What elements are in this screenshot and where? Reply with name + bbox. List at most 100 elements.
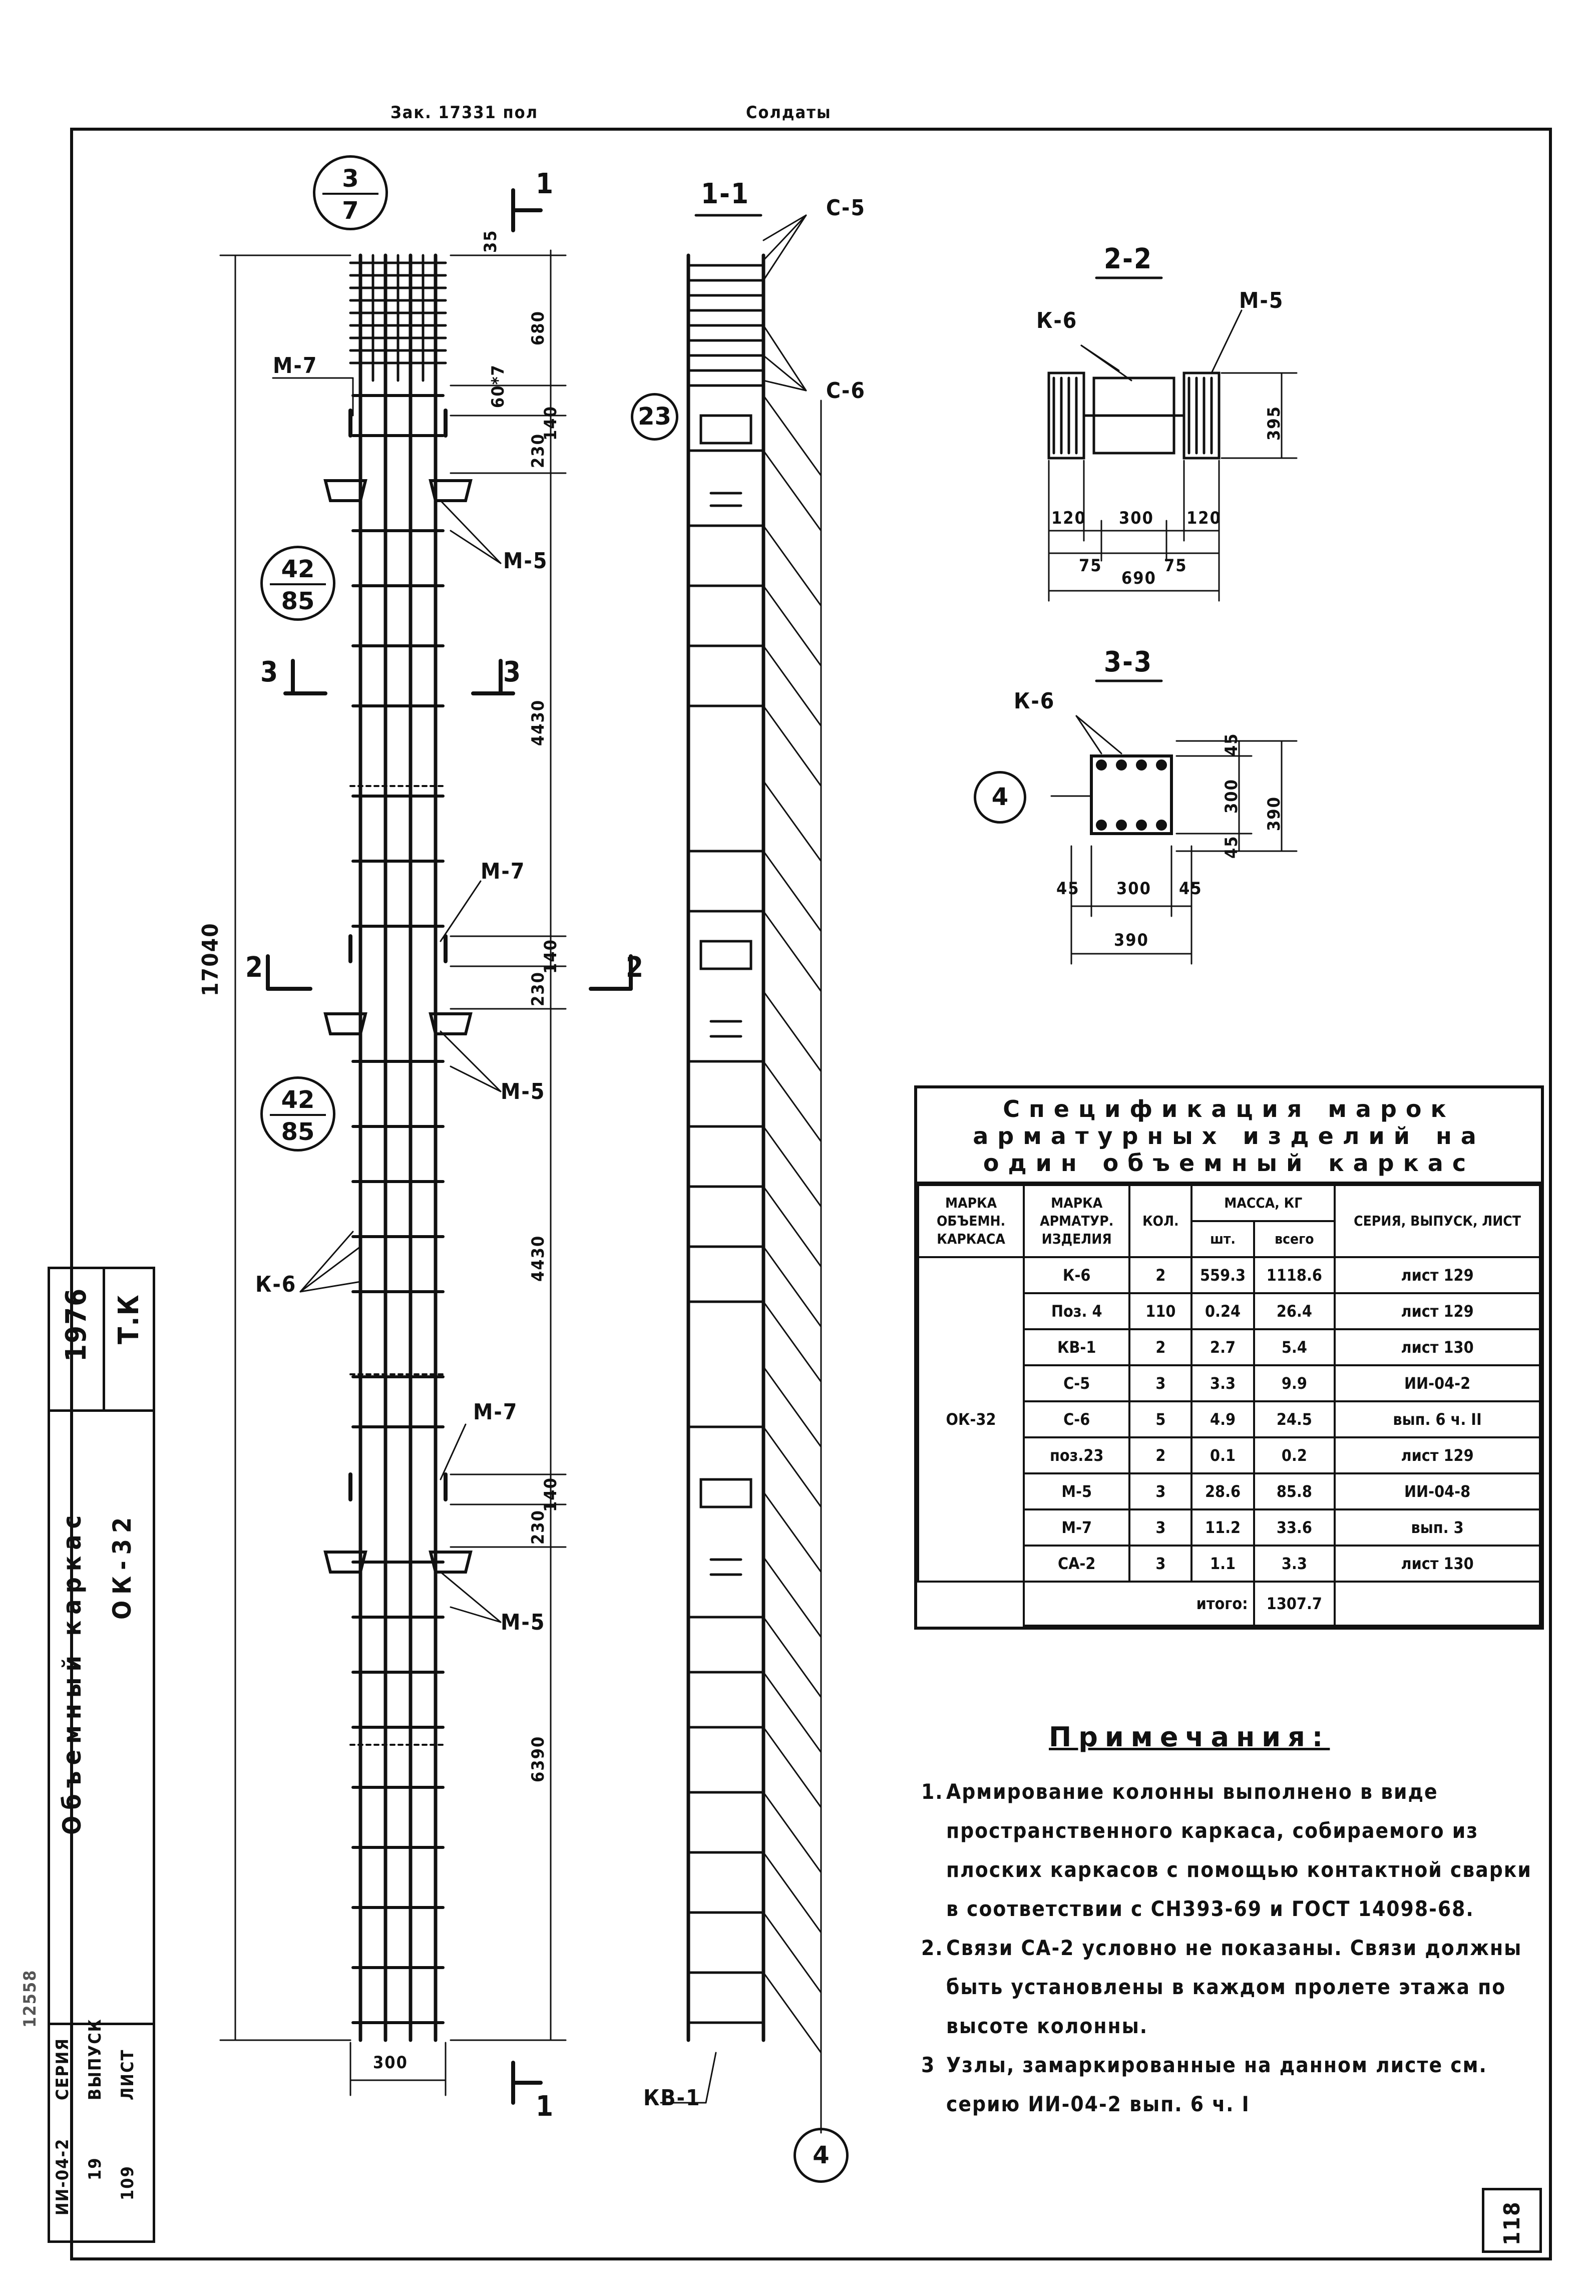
- spec-cell-qty: 3: [1128, 1545, 1193, 1583]
- label-kv1: КВ-1: [643, 2085, 701, 2111]
- joints: [349, 785, 447, 1746]
- spec-cell-item: С-5: [1023, 1364, 1131, 1402]
- spec-cell-unit: 3.3: [1190, 1364, 1255, 1402]
- series-label: СЕРИЯ: [53, 2038, 73, 2100]
- node-ref-bottom: 85: [281, 1118, 315, 1146]
- position-23-circle: 23: [631, 393, 678, 441]
- label-m5-3: М-5: [501, 1610, 546, 1635]
- issue-label: ВЫПУСК: [85, 2018, 105, 2100]
- spec-cell-series: лист 129: [1334, 1436, 1541, 1474]
- position-4-label: 4: [991, 783, 1009, 811]
- m5-brackets: [323, 479, 473, 1574]
- spec-cell-qty: 3: [1128, 1508, 1193, 1547]
- spec-cell-empty: [918, 1581, 1025, 1626]
- section-11-ties: [687, 449, 765, 2024]
- spec-cell-qty: 3: [1128, 1364, 1193, 1402]
- table-row: С-6 5 4.9 24.5 вып. 6 ч. II: [918, 1400, 1541, 1438]
- dim-small-140a: 140: [541, 406, 561, 441]
- spec-cell-unit: 28.6: [1190, 1472, 1255, 1510]
- note-number: 1.: [921, 1779, 944, 1804]
- note-text: Армирование колонны выполнено в виде про…: [946, 1779, 1532, 1921]
- spec-cell-total: 26.4: [1253, 1292, 1336, 1330]
- spec-cell-qty: 5: [1128, 1400, 1193, 1438]
- position-4-circle-bottom: 4: [793, 2128, 849, 2183]
- spec-cell-series: лист 129: [1334, 1292, 1541, 1330]
- dim-segment-6390: 6390: [528, 1735, 548, 1782]
- section-22-dims: [1048, 309, 1298, 602]
- dim-22-690: 690: [1121, 568, 1156, 588]
- dim-small-140c: 140: [541, 1477, 561, 1512]
- spec-total-value: 1307.7: [1253, 1581, 1336, 1627]
- section-33-drawing: [1090, 754, 1173, 835]
- table-row: Поз. 4 110 0.24 26.4 лист 129: [918, 1292, 1541, 1330]
- spec-cell-qty: 2: [1128, 1436, 1193, 1474]
- m7-plates: [348, 409, 448, 1501]
- node-ref-top: 42: [281, 555, 315, 583]
- label-m5-1: М-5: [503, 548, 548, 574]
- spec-cell-empty: [1334, 1581, 1541, 1627]
- dim-22-120b: 120: [1186, 508, 1222, 528]
- cut-label-1-top: 1: [536, 168, 555, 200]
- section-11-mesh: [687, 264, 765, 387]
- title-name-block: Объемный каркас ОК-32: [48, 1409, 155, 2025]
- notes-title: Примечания:: [1049, 1721, 1330, 1753]
- spec-title-line: арматурных изделий на: [973, 1122, 1485, 1150]
- spec-cell-item: М-7: [1023, 1508, 1131, 1547]
- node-ref-top: 42: [281, 1086, 315, 1114]
- spec-header-qty: КОЛ.: [1128, 1184, 1193, 1258]
- spec-cell-item: К-6: [1023, 1256, 1131, 1294]
- sheet-value: 109: [118, 2165, 138, 2200]
- node-ref-top: 3: [342, 165, 359, 193]
- position-4-label: 4: [813, 2141, 830, 2169]
- dim-22-height: 395: [1264, 406, 1284, 441]
- dim-33-300-h: 300: [1116, 879, 1151, 899]
- label-c6: С-6: [826, 378, 866, 404]
- note-text: Узлы, замаркированные на данном листе см…: [946, 2053, 1487, 2116]
- dim-segment-4430b: 4430: [528, 1235, 548, 1282]
- spec-title-line: один объемный каркас: [983, 1150, 1475, 1177]
- spec-cell-series: вып. 6 ч. II: [1334, 1400, 1541, 1438]
- node-ref-circle: 3 7: [313, 155, 388, 230]
- label-33-k6: К-6: [1014, 688, 1055, 714]
- spec-cell-unit: 0.24: [1190, 1292, 1255, 1330]
- dim-33-45-top: 45: [1222, 732, 1242, 756]
- table-row: М-5 3 28.6 85.8 ИИ-04-8: [918, 1472, 1541, 1510]
- title-name-line1: Объемный каркас: [58, 1509, 87, 1835]
- node-ref-circle: 42 85: [260, 1076, 335, 1152]
- note-item: 3 Узлы, замаркированные на данном листе …: [921, 2046, 1552, 2124]
- spec-header-total: всего: [1253, 1220, 1336, 1258]
- dim-small-140b: 140: [541, 939, 561, 974]
- spec-total-label: итого:: [1023, 1581, 1255, 1627]
- cut-label-1-bottom: 1: [536, 2090, 555, 2123]
- label-m7-2: М-7: [481, 859, 526, 884]
- column-section-11: [686, 253, 765, 2042]
- spec-cell-qty: 2: [1128, 1328, 1193, 1366]
- dim-33-300-v: 300: [1222, 779, 1242, 814]
- stamp-org: Т.К: [113, 1294, 145, 1344]
- dim-22-300: 300: [1119, 508, 1154, 528]
- section-title-33: 3-3: [1104, 646, 1153, 678]
- top-mesh: [349, 254, 447, 382]
- spec-header-item-mark: МАРКА АРМАТУР. ИЗДЕЛИЯ: [1023, 1184, 1131, 1258]
- spec-cell-item: СА-2: [1023, 1545, 1131, 1583]
- dim-width-300: [349, 2042, 447, 2096]
- dim-small-60x7: 60*7: [488, 364, 508, 408]
- node-ref-divider: [270, 1114, 326, 1116]
- spec-cell-total: 3.3: [1253, 1545, 1336, 1583]
- table-row: КВ-1 2 2.7 5.4 лист 130: [918, 1328, 1541, 1366]
- node-ref-bottom: 7: [342, 197, 359, 225]
- spec-cell-item: М-5: [1023, 1472, 1131, 1510]
- specification-table: Спецификация марок арматурных изделий на…: [914, 1085, 1544, 1630]
- label-22-k6: К-6: [1036, 308, 1078, 333]
- cut-label-2-left: 2: [245, 951, 264, 984]
- position-23-label: 23: [638, 403, 671, 431]
- title-name-line2: ОК-32: [108, 1511, 137, 1620]
- stamp-year: 1976: [60, 1287, 93, 1362]
- spec-cell-total: 33.6: [1253, 1508, 1336, 1547]
- dim-small-35: 35: [481, 229, 501, 253]
- spec-cell-total: 0.2: [1253, 1436, 1336, 1474]
- section-title-11: 1-1: [701, 178, 750, 210]
- spec-cell-total: 9.9: [1253, 1364, 1336, 1402]
- section-title-22: 2-2: [1104, 243, 1153, 275]
- dim-17040: [219, 254, 351, 2041]
